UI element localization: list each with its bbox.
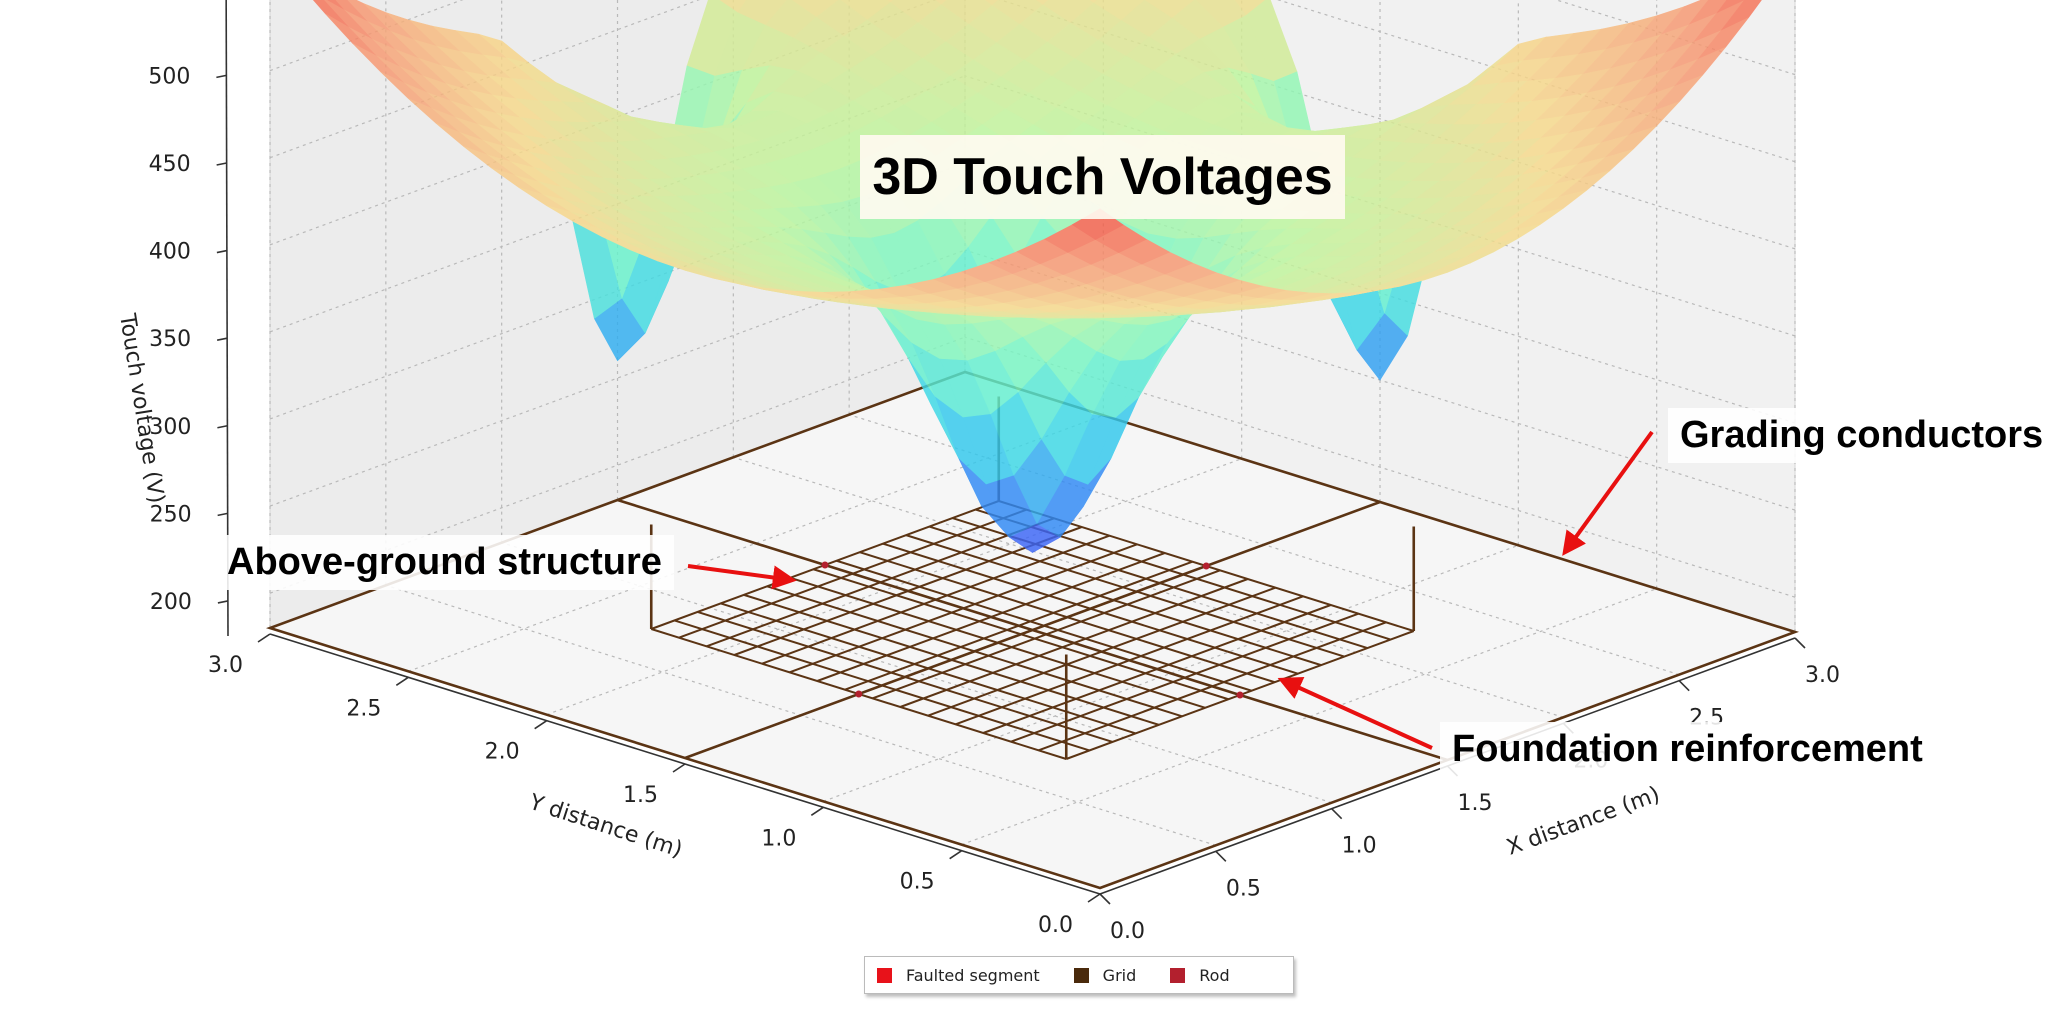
legend-label: Faulted segment: [906, 965, 1040, 985]
annotation-above-ground-structure: Above-ground structure: [215, 535, 674, 590]
foundation-bar-x: [789, 576, 1206, 709]
foundation-bar-y: [982, 604, 1332, 734]
foundation-bar-y: [678, 508, 1027, 639]
foundation-bar-x: [743, 593, 1160, 726]
rod-marker: [855, 690, 863, 698]
foundation-bar-y: [955, 595, 1304, 726]
foundation-bar-y: [844, 560, 1193, 691]
foundation-bar-y: [1038, 621, 1387, 752]
z-tick-label: 500: [148, 64, 190, 89]
grounding-grid: [265, 370, 1800, 890]
surface-facet: [983, 0, 999, 6]
foundation-bar-y: [789, 543, 1138, 674]
rod-marker: [821, 561, 829, 569]
foundation-bar-x: [905, 534, 1322, 667]
arrow-grading-conductors: [1562, 430, 1654, 556]
foundation-bar-x: [674, 619, 1090, 752]
x-tick-label: 0.0: [1110, 919, 1145, 944]
x-tick-label: 0.5: [1226, 876, 1261, 901]
legend-swatch: [1170, 967, 1186, 983]
z-tick-label: 250: [150, 502, 192, 527]
legend-swatch: [877, 967, 892, 983]
foundation-bar-x: [859, 551, 1276, 684]
rod-marker: [1202, 562, 1210, 570]
z-tick-label: 400: [149, 240, 191, 265]
y-tick-label: 1.5: [623, 783, 658, 808]
foundation-bar-y: [1010, 612, 1359, 743]
legend-label: Rod: [1199, 965, 1230, 985]
x-tick-label: 1.5: [1458, 791, 1493, 816]
surface-facet: [1088, 0, 1098, 4]
x-tick-label: 3.0: [1805, 663, 1840, 688]
surface-facet: [934, 0, 948, 6]
foundation-bar-y: [816, 552, 1166, 682]
foundation-bar-y: [872, 569, 1221, 700]
foundation-bar-y: [761, 534, 1110, 665]
y-axis-label: Y distance (m): [525, 790, 685, 863]
rod-marker: [1236, 691, 1244, 699]
foundation-bar-x: [697, 610, 1113, 743]
foundation-bar-y: [733, 526, 1083, 656]
foundation-bar-y: [899, 578, 1249, 708]
legend-label: Grid: [1102, 965, 1137, 985]
foundation-bar-x: [813, 568, 1229, 701]
z-tick-label: 450: [149, 152, 191, 177]
y-tick-label: 0.0: [1038, 913, 1073, 938]
legend: Faulted segment Grid Rod: [864, 956, 1294, 994]
legend-item: Rod: [1170, 965, 1230, 985]
y-tick-label: 0.5: [900, 870, 935, 895]
legend-swatch: [1073, 967, 1089, 983]
z-tick-label: 300: [149, 415, 191, 440]
legend-item: Faulted segment: [877, 966, 1040, 985]
foundation-bar-x: [928, 525, 1345, 658]
annotation-grading-conductors: Grading conductors: [1668, 408, 2048, 463]
grading-conductor-y: [617, 498, 1448, 762]
arrow-foundation-reinforcement: [1277, 676, 1433, 750]
z-tick-label: 200: [150, 590, 192, 615]
x-tick-label: 1.0: [1342, 834, 1377, 859]
y-tick-label: 3.0: [208, 653, 243, 678]
x-axis-label: X distance (m): [1504, 782, 1664, 861]
y-tick-label: 2.5: [346, 696, 381, 721]
y-tick-label: 1.0: [761, 826, 796, 851]
surface-facet: [886, 0, 895, 3]
z-tick-label: 350: [149, 327, 191, 352]
z-tick-label: 550: [148, 0, 190, 2]
annotation-foundation-reinforcement: Foundation reinforcement: [1440, 722, 1935, 777]
legend-item: Grid: [1073, 965, 1137, 985]
arrow-above-ground-structure: [687, 564, 797, 590]
foundation-bar-x: [882, 542, 1299, 675]
foundation-bar-x: [836, 559, 1252, 692]
foundation-bar-x: [766, 585, 1183, 718]
foundation-bar-y: [706, 517, 1055, 648]
chart-title: 3D Touch Voltages: [860, 135, 1345, 219]
foundation-bar-y: [927, 586, 1276, 717]
y-tick-label: 2.0: [485, 740, 520, 765]
annotation-arrows: [687, 430, 1654, 750]
surface-facet: [1035, 0, 1049, 6]
